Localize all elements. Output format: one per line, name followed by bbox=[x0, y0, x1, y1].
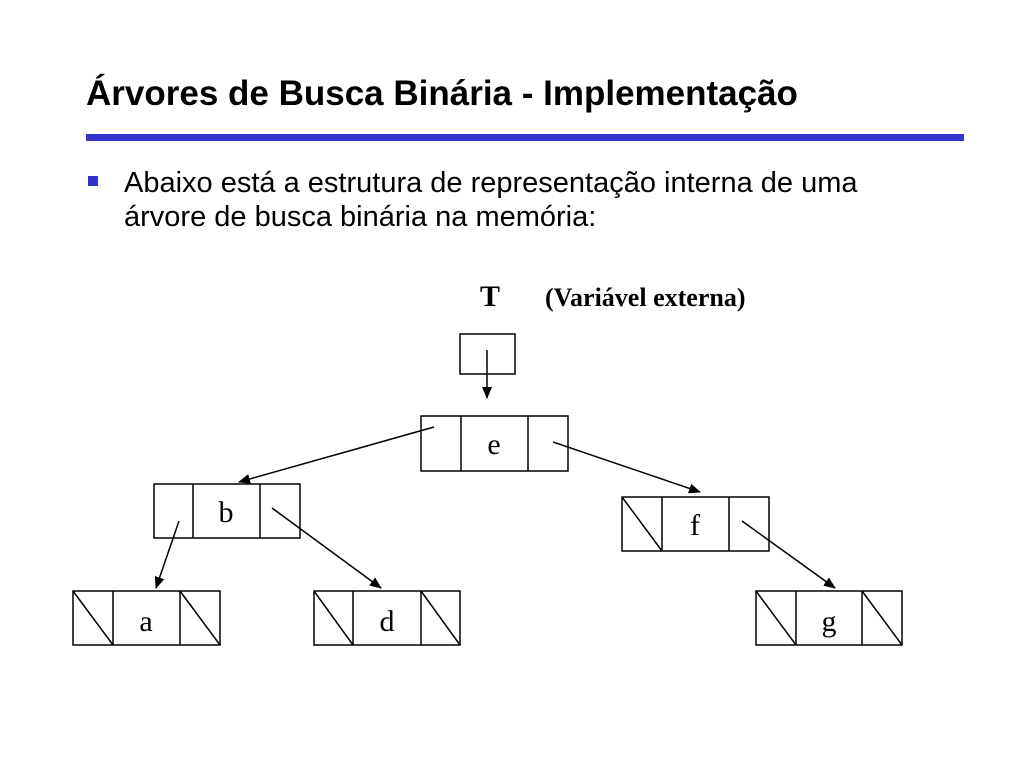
node-key: d bbox=[380, 605, 395, 638]
title-underline bbox=[86, 134, 964, 141]
null-pointer-slash bbox=[72, 590, 114, 646]
square-bullet-icon bbox=[88, 176, 98, 186]
tree-node-d: d bbox=[313, 590, 461, 646]
pointer-arrow-f-to-g bbox=[741, 520, 836, 589]
null-pointer-slash bbox=[179, 590, 221, 646]
tree-node-g: g bbox=[755, 590, 903, 646]
pointer-arrow-e-to-f bbox=[552, 441, 701, 494]
tree-node-b: b bbox=[153, 483, 301, 539]
null-pointer-slash bbox=[755, 590, 797, 646]
pointer-arrow-e-to-b bbox=[238, 426, 435, 484]
null-pointer-slash bbox=[313, 590, 354, 646]
pointer-arrow-b-to-a bbox=[154, 520, 180, 589]
root-pointer-label: T bbox=[480, 280, 500, 313]
pointer-arrow-b-to-d bbox=[271, 507, 382, 589]
node-key: b bbox=[219, 496, 234, 529]
node-key: a bbox=[139, 605, 152, 638]
null-pointer-slash bbox=[861, 590, 903, 646]
tree-node-e: e bbox=[420, 415, 569, 472]
slide-title: Árvores de Busca Binária - Implementação bbox=[86, 74, 798, 113]
node-key: e bbox=[487, 428, 500, 461]
tree-node-f: f bbox=[621, 496, 770, 552]
node-key: f bbox=[690, 509, 700, 542]
tree-node-a: a bbox=[72, 590, 221, 646]
external-variable-note: (Variável externa) bbox=[545, 283, 745, 312]
bullet-text: Abaixo está a estrutura de representação… bbox=[124, 167, 858, 233]
null-pointer-slash bbox=[420, 590, 461, 646]
null-pointer-slash bbox=[621, 496, 663, 552]
node-key: g bbox=[822, 605, 837, 638]
